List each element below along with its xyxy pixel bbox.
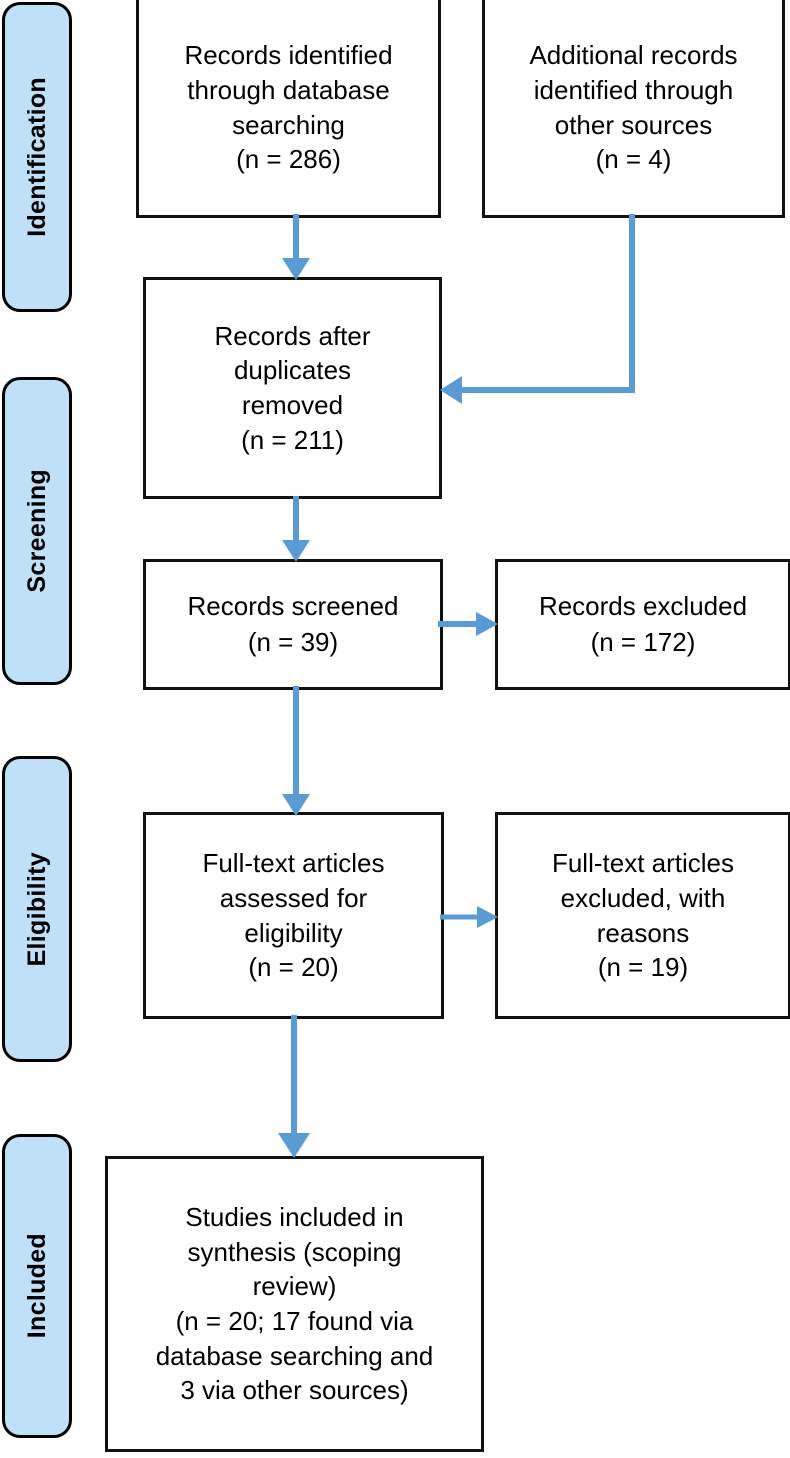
box-records-screened-text: Records screened (n = 39) [187, 591, 399, 657]
box-full-text-excluded-text: Full-text articles excluded, with reason… [551, 848, 735, 983]
stage-pill-eligibility: Eligibility [2, 756, 72, 1062]
arrow-db-to-duplicates [272, 214, 320, 282]
box-full-text-excluded: Full-text articles excluded, with reason… [495, 812, 790, 1019]
box-records-identified-database-text: Records identified through database sear… [184, 40, 393, 175]
box-full-text-assessed: Full-text articles assessed for eligibil… [143, 812, 444, 1019]
stage-label-screening: Screening [22, 469, 51, 593]
stage-pill-screening: Screening [2, 377, 72, 685]
stage-pill-included: Included [2, 1134, 72, 1438]
box-records-after-duplicates-removed-text: Records after duplicates removed (n = 21… [214, 320, 371, 455]
stage-label-eligibility: Eligibility [22, 851, 51, 967]
arrow-fulltext-to-excluded [440, 897, 500, 937]
arrow-other-to-duplicates [430, 214, 646, 404]
stage-pill-identification: Identification [2, 2, 72, 312]
arrow-duplicates-to-screened [272, 496, 320, 564]
stage-label-identification: Identification [22, 77, 51, 237]
box-records-after-duplicates-removed: Records after duplicates removed (n = 21… [143, 277, 442, 499]
box-additional-records-other-sources-text: Additional records identified through ot… [529, 40, 738, 175]
box-studies-included-text: Studies included in synthesis (scoping r… [155, 1202, 434, 1406]
box-full-text-assessed-text: Full-text articles assessed for eligibil… [202, 848, 385, 983]
box-records-excluded: Records excluded (n = 172) [495, 559, 790, 690]
box-records-identified-database: Records identified through database sear… [136, 0, 441, 218]
box-studies-included: Studies included in synthesis (scoping r… [105, 1156, 484, 1452]
stage-label-included: Included [22, 1233, 51, 1339]
box-additional-records-other-sources: Additional records identified through ot… [482, 0, 785, 218]
arrow-fulltext-to-included [272, 1015, 320, 1160]
arrow-screened-to-excluded [438, 602, 500, 646]
box-records-screened: Records screened (n = 39) [143, 559, 443, 690]
box-records-excluded-text: Records excluded (n = 172) [538, 591, 748, 657]
arrow-screened-to-fulltext [272, 686, 320, 818]
